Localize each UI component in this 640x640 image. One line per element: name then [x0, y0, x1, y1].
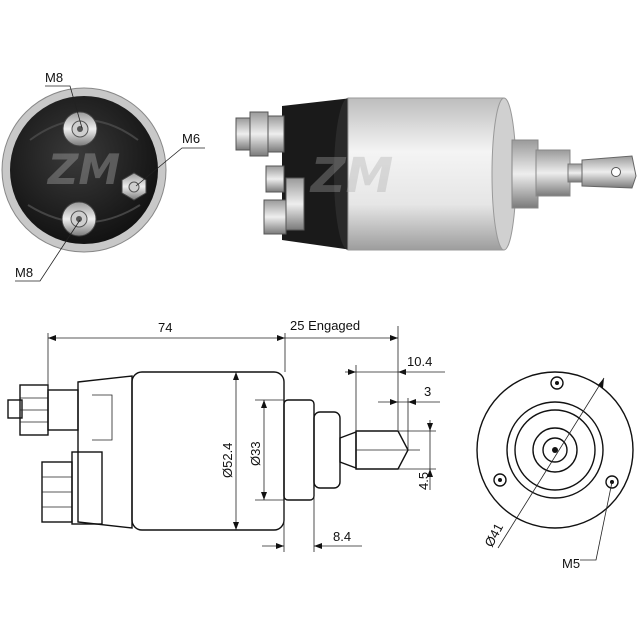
end-face-photo: ZM M8 M6 M8	[1, 70, 205, 282]
label-m8-bottom: M8	[15, 265, 33, 280]
dim-dia-52-4: Ø52.4	[220, 443, 235, 478]
zm-watermark-left: ZM	[46, 145, 120, 194]
dim-4-5: 4.5	[416, 472, 431, 490]
terminal-m8-bottom	[61, 201, 97, 237]
dim-dia-33: Ø33	[248, 441, 263, 466]
front-view-drawing: Ø41 M5	[476, 371, 634, 571]
dim-dia-41: Ø41	[481, 521, 506, 550]
label-m6: M6	[182, 131, 200, 146]
svg-text:ZM: ZM	[46, 145, 120, 194]
dim-74: 74	[158, 320, 172, 335]
label-m8-top: M8	[45, 70, 63, 85]
side-view-photo: ZM	[235, 97, 637, 251]
terminal-m6-side	[121, 172, 147, 201]
dim-8-4: 8.4	[333, 529, 351, 544]
label-m5: M5	[562, 556, 580, 571]
side-elevation-drawing: 74 25 Engaged 10.4 3 4.5 Ø52.4	[7, 318, 445, 552]
zm-watermark-right: ZM	[309, 148, 394, 204]
svg-text:ZM: ZM	[309, 148, 394, 204]
dim-25-engaged: 25 Engaged	[290, 318, 360, 333]
dim-3: 3	[424, 384, 431, 399]
terminal-m8-top	[62, 111, 98, 147]
dim-10-4: 10.4	[407, 354, 432, 369]
